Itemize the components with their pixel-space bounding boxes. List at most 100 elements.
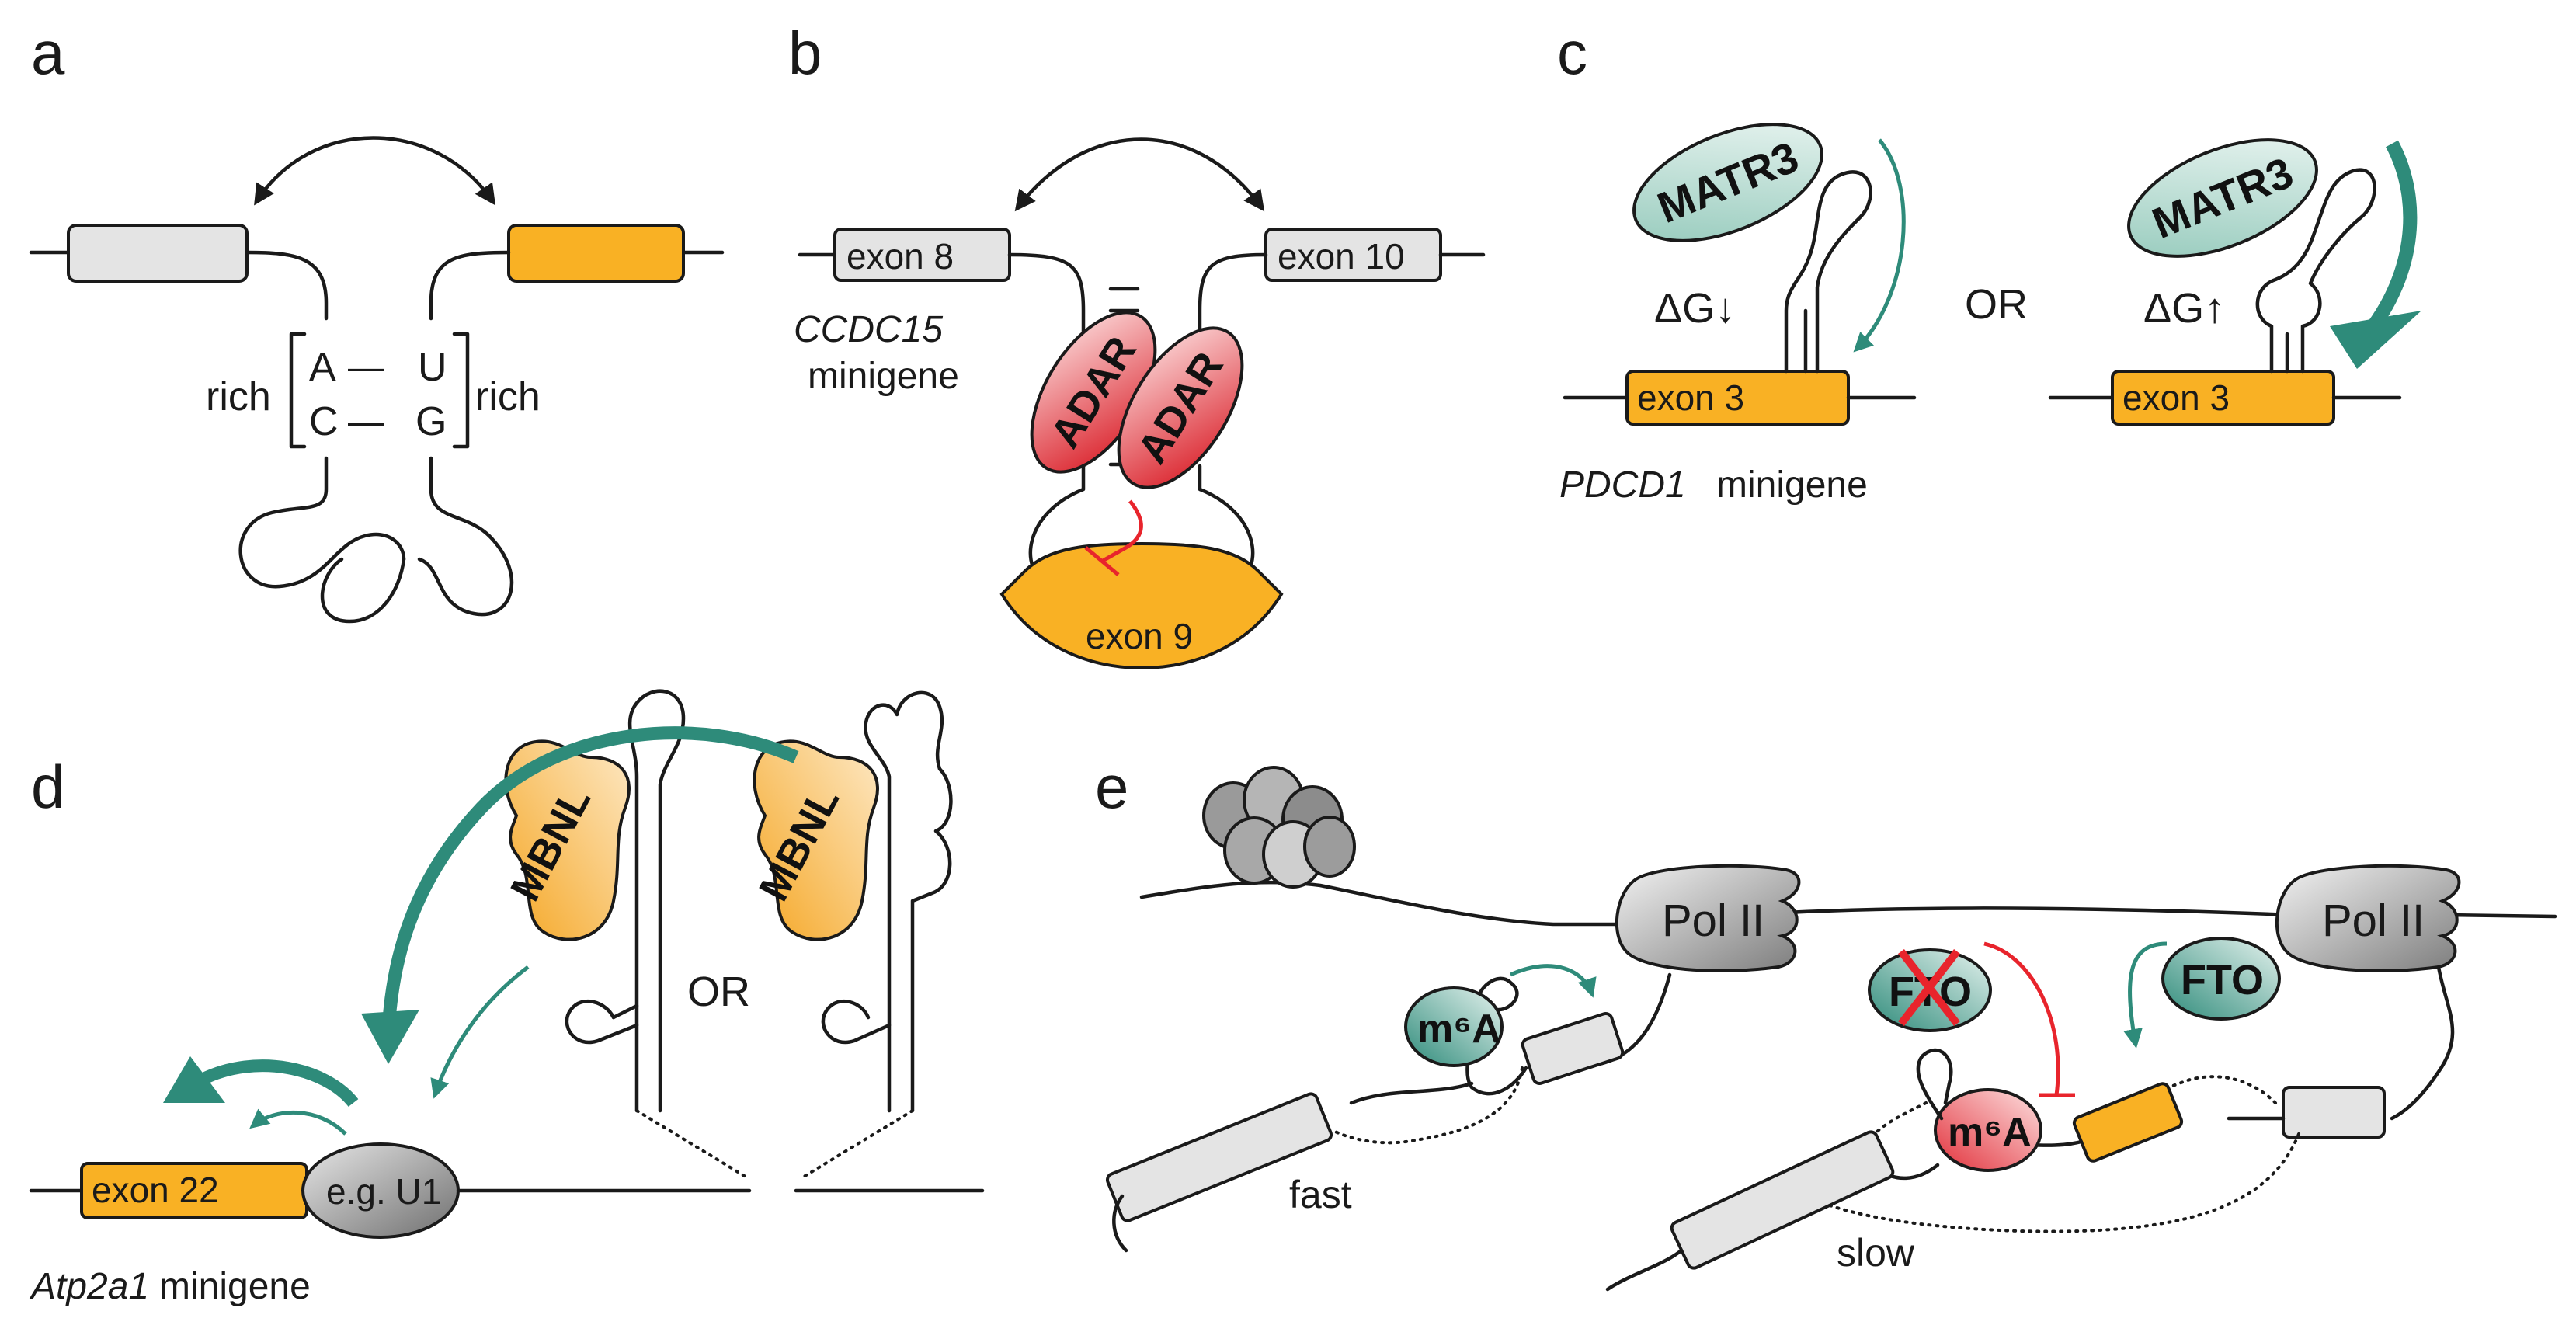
rna-sideloop: [565, 1000, 639, 1045]
teal-arrow-thin: [430, 965, 530, 1099]
dotted-connector: [798, 1109, 914, 1181]
inhibition-line: [1983, 941, 2060, 1096]
panel-label-d: d: [31, 753, 64, 821]
matr3-protein-right: MATR3: [2127, 138, 2318, 258]
slow-exon-orange: [2072, 1082, 2184, 1163]
m6a-label: m⁶A: [1417, 1007, 1501, 1052]
exon-8-label: exon 8: [846, 236, 954, 276]
upstream-exon: [67, 224, 249, 283]
dotted-connector: [635, 1109, 751, 1181]
delta-g-down: ΔG↓: [1654, 285, 1736, 332]
teal-arrowhead: [361, 1010, 419, 1064]
matr3-protein-left: MATR3: [1632, 123, 1823, 242]
gene-name: CCDC15: [794, 309, 943, 350]
bracket-right: [452, 332, 470, 449]
delta-g-up: ΔG↑: [2143, 285, 2225, 332]
panel-a: a rich rich A U C G — —: [29, 19, 725, 624]
exon-10-label: exon 10: [1278, 236, 1405, 276]
slow-exon-large: [1670, 1130, 1895, 1270]
cross-mark: [1898, 948, 1960, 1027]
inhibition-bar: [1084, 546, 1120, 576]
pol-ii-1-label: Pol II: [1662, 896, 1764, 946]
teal-arrow-thin: [1509, 964, 1597, 998]
panel-label-a: a: [31, 19, 65, 87]
exon-3-left-label: exon 3: [1637, 377, 1744, 418]
rna-loop: [1916, 1048, 1953, 1121]
rna-tail: [1112, 1194, 1128, 1253]
teal-arrow-medium: [199, 1059, 359, 1108]
panel-label-b: b: [788, 19, 822, 87]
exon-3-right-label: exon 3: [2122, 377, 2230, 418]
slow-label: slow: [1837, 1231, 1915, 1275]
base-c: C: [309, 399, 339, 444]
pair-dash: —: [348, 401, 384, 441]
fast-exon-large: [1105, 1092, 1333, 1222]
nucleosome-cluster: [1202, 766, 1356, 889]
nascent-rna: [2390, 965, 2455, 1121]
dotted-intron: [1781, 1132, 2300, 1233]
rna-loop: [320, 557, 406, 624]
teal-arrow-thin: [1853, 138, 1906, 353]
dna-line: [1139, 880, 2557, 927]
exon-9: [999, 541, 1284, 670]
panel-c: c exon 3 MATR3 ΔG↓ OR exon 3 MATR3 ΔG↑ P…: [1557, 19, 2421, 506]
gene-name: PDCD1: [1559, 464, 1686, 506]
pol-ii-2: [2275, 864, 2461, 972]
teal-arrow-thick: [2355, 140, 2418, 346]
exon-22-label: exon 22: [92, 1170, 219, 1210]
gene-name: Atp2a1: [29, 1266, 149, 1307]
dotted-intron: [1330, 1066, 1524, 1145]
intron-right: [1198, 252, 1268, 344]
teal-arrowhead: [163, 1056, 225, 1103]
u1-label: e.g. U1: [326, 1171, 441, 1212]
gene-suffix: minigene: [159, 1266, 311, 1307]
double-arrow: [1014, 137, 1265, 212]
teal-arrow-thick-long: [381, 726, 799, 1034]
slow-exon-right: [2282, 1086, 2386, 1139]
pair-dash: —: [348, 346, 384, 387]
intron-left: [1007, 252, 1086, 344]
fto-active: [2161, 937, 2281, 1021]
inhibition-line: [1101, 499, 1143, 563]
gene-suffix: minigene: [808, 356, 959, 397]
mbnl-protein-right: [753, 739, 879, 941]
base-a: A: [309, 345, 336, 390]
rna-loop: [417, 456, 514, 617]
fast-exon-small: [1521, 1012, 1625, 1085]
fto-label: FTO: [2181, 957, 2264, 1003]
rna-loop: [238, 456, 406, 589]
intron-left: [245, 250, 329, 321]
teal-arrow-thin: [2123, 941, 2168, 1049]
panel-label-c: c: [1557, 19, 1587, 87]
panel-label-e: e: [1095, 753, 1128, 821]
rna-sideloop: [821, 1000, 892, 1045]
m6a-label: m⁶A: [1948, 1110, 2032, 1155]
m6a-mark-1: [1404, 986, 1504, 1067]
rna-hairpin-right: [2255, 168, 2376, 374]
rna-branch: [611, 1003, 639, 1020]
pol-ii-2-label: Pol II: [2322, 896, 2425, 946]
panel-b: b exon 8 exon 10 CCDC15 minigene exon 9 …: [788, 19, 1486, 670]
exon-9-label: exon 9: [1086, 616, 1193, 656]
panel-e: e Pol II Pol II m⁶A fa: [1095, 753, 2557, 1292]
or-label: OR: [1965, 281, 2028, 328]
teal-arrowhead: [2330, 311, 2421, 369]
or-label: OR: [687, 969, 750, 1015]
rna-stemloop-left: [627, 689, 686, 1113]
teal-arrow-thin: [249, 1108, 347, 1136]
mbnl-protein-left: [504, 739, 631, 941]
base-g: G: [415, 399, 447, 444]
intron-right: [429, 250, 511, 321]
pol-ii-1: [1615, 864, 1801, 972]
rich-label-left: rich: [206, 374, 271, 419]
double-arrow: [254, 136, 496, 206]
bracket-left: [289, 332, 307, 449]
nascent-rna: [1349, 1081, 1474, 1105]
rna-stemloop-right: [864, 690, 953, 1113]
base-u: U: [418, 345, 447, 390]
rich-label-right: rich: [475, 374, 541, 419]
rna-tail: [1605, 1248, 1684, 1292]
gene-suffix: minigene: [1716, 464, 1868, 506]
